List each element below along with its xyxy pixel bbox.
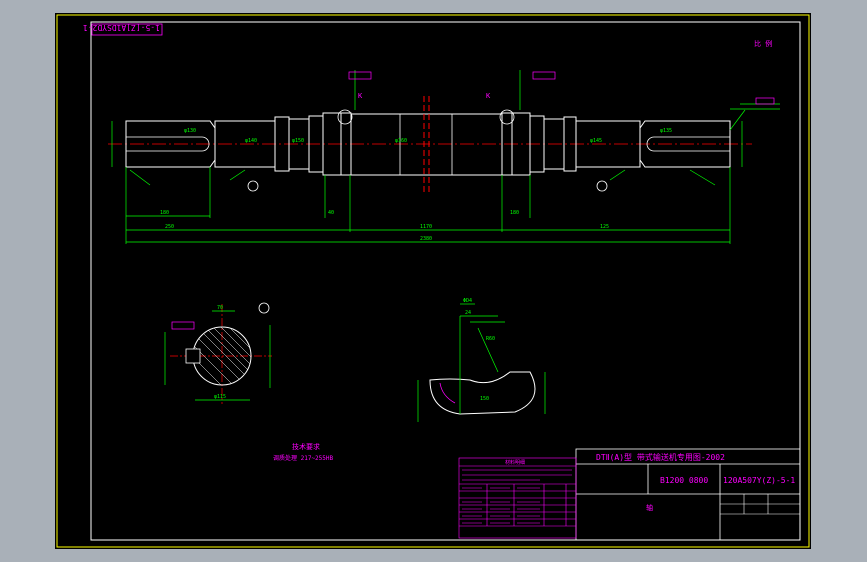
dim-callout-6: φ135 xyxy=(660,128,672,134)
drawing-number: 120A507Y(Z)-5-1 xyxy=(723,476,795,485)
title-block: DTⅡ(A)型 带式输送机专用图-2002 B1200 0800 120A507… xyxy=(575,448,801,541)
hole-k-right: K xyxy=(486,92,491,100)
slot-dim-150: 150 xyxy=(480,396,489,402)
dim-right-small: 125 xyxy=(600,224,609,230)
dim-callout-1: φ130 xyxy=(184,128,196,134)
right-keyway xyxy=(646,136,730,152)
detail-slot-view: 24 R60 150 ΦD4 xyxy=(417,298,546,422)
left-keyway xyxy=(126,136,210,152)
section-dim-bottom: φ115 xyxy=(214,394,226,400)
dim-callout-4: φ160 xyxy=(395,138,407,144)
material-table-scribbles xyxy=(462,469,572,524)
inner-frame xyxy=(90,21,801,541)
scale-note: 比 例 xyxy=(754,39,772,48)
rotated-title-box xyxy=(91,23,163,36)
drawing-background xyxy=(55,13,811,549)
tech-req-title: 技术要求 xyxy=(292,442,320,451)
dim-middle: 1170 xyxy=(420,224,432,230)
dim-left-key: 180 xyxy=(160,210,169,216)
series-code: B1200 0800 xyxy=(660,476,708,485)
detail-circle-left xyxy=(337,109,353,125)
datum-circle-b xyxy=(596,180,608,192)
dim-right-key: 180 xyxy=(510,210,519,216)
dimension-lines xyxy=(111,70,780,244)
slot-dim-r: R60 xyxy=(486,336,495,342)
shaft-main-view: K K xyxy=(108,92,752,192)
outer-frame xyxy=(56,14,810,548)
rotated-title: 1-5-[Z]A1DSYD2-1 xyxy=(83,23,160,32)
material-table-header: 材料明细 xyxy=(505,459,525,466)
section-datum xyxy=(258,302,270,314)
detail-circle-right xyxy=(499,109,515,125)
datum-circle-a xyxy=(247,180,259,192)
section-dim-70: 70 xyxy=(217,305,223,311)
dimension-texts: 2380 1170 250 180 40 125 180 φ130 φ140 φ… xyxy=(160,128,672,242)
dim-callout-3: φ150 xyxy=(292,138,304,144)
dim-left-shaft: 250 xyxy=(165,224,174,230)
slot-dim-width: 24 xyxy=(465,310,471,316)
dim-left-small: 40 xyxy=(328,210,334,216)
dim-overall: 2380 xyxy=(420,236,432,242)
hole-k-left: K xyxy=(358,92,363,100)
tech-req-line: 调质处理 217~255HB xyxy=(273,454,334,462)
part-name: 轴 xyxy=(646,503,653,512)
dim-callout-5: φ145 xyxy=(590,138,602,144)
sheet-title: DTⅡ(A)型 带式输送机专用图-2002 xyxy=(596,452,725,462)
leader-tags xyxy=(171,71,775,330)
dim-callout-2: φ140 xyxy=(245,138,257,144)
material-table xyxy=(458,457,577,539)
slot-dim-height: ΦD4 xyxy=(463,298,472,304)
